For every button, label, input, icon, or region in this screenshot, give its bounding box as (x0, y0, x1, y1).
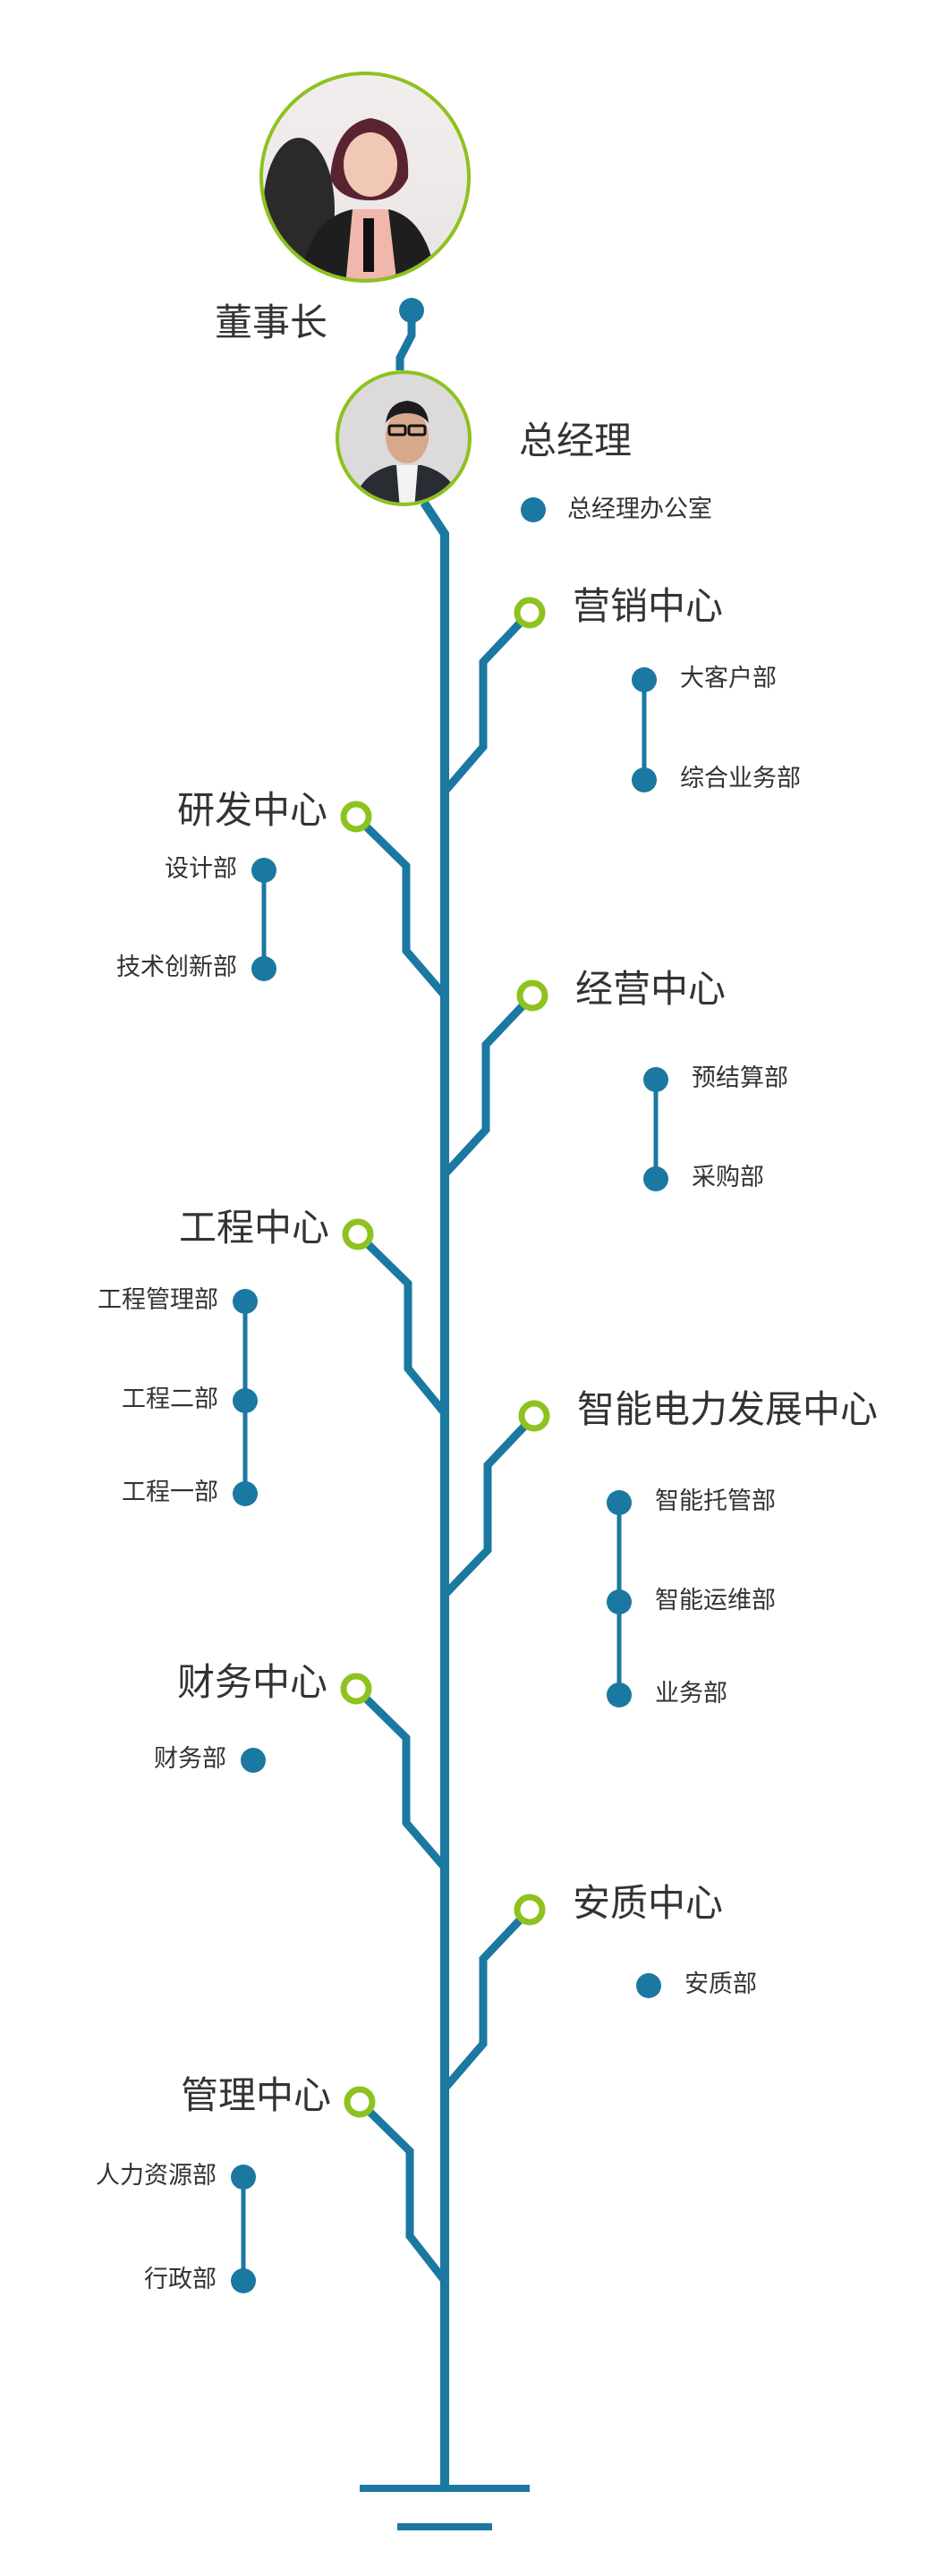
center-title: 研发中心 (176, 788, 327, 832)
department-label: 工程二部 (122, 1385, 218, 1413)
center-ring-icon (340, 801, 372, 833)
department-label: 综合业务部 (680, 765, 801, 792)
dept-dot (643, 1067, 668, 1092)
center-title: 智能电力发展中心 (577, 1387, 879, 1431)
dept-dot (231, 2268, 256, 2293)
general-manager-portrait-icon (353, 401, 461, 503)
department-label: 工程管理部 (98, 1286, 218, 1314)
dept-dot (607, 1589, 632, 1614)
dept-dot (643, 1166, 668, 1191)
chairman-photo (259, 72, 471, 283)
dept-dot (251, 858, 276, 883)
dept-dot (233, 1481, 258, 1506)
department-label: 智能托管部 (655, 1487, 776, 1515)
center-title: 管理中心 (180, 2073, 331, 2117)
branch-line (353, 1685, 448, 1870)
center-ring-icon (516, 979, 548, 1012)
trunk-line (420, 500, 449, 2488)
branch-line (441, 992, 536, 1178)
gm-office-label: 总经理办公室 (567, 496, 712, 523)
dept-dot (632, 667, 657, 692)
gm-office-dot (521, 497, 546, 522)
dept-dot (607, 1682, 632, 1707)
branch-line (353, 813, 448, 998)
department-label: 大客户部 (680, 665, 777, 692)
branch-line (354, 1231, 448, 1416)
dept-dot (251, 956, 276, 981)
chairman-title: 董事长 (215, 301, 328, 344)
branch-line (356, 2098, 448, 2284)
center-title: 经营中心 (575, 967, 727, 1011)
center-ring-icon (514, 1894, 546, 1926)
chairman-portrait-icon (263, 118, 437, 279)
dept-dot (636, 1973, 661, 1998)
dept-dot (233, 1388, 258, 1413)
branch-line (441, 1412, 538, 1598)
center-title: 财务中心 (176, 1660, 327, 1704)
center-ring-icon (344, 2086, 376, 2118)
department-label: 财务部 (154, 1745, 226, 1773)
dept-dot (607, 1490, 632, 1515)
branch-line (441, 609, 533, 794)
department-label: 设计部 (165, 855, 237, 883)
center-title: 工程中心 (178, 1206, 329, 1250)
center-ring-icon (340, 1673, 372, 1705)
department-label: 工程一部 (122, 1479, 218, 1506)
branch-line (441, 1906, 533, 2091)
center-ring-icon (514, 597, 546, 629)
department-label: 采购部 (692, 1164, 764, 1191)
center-title: 安质中心 (573, 1881, 724, 1925)
department-label: 业务部 (655, 1680, 727, 1707)
general-manager-photo (336, 370, 472, 506)
general-manager-title: 总经理 (519, 419, 633, 462)
center-ring-icon (342, 1218, 374, 1250)
center-ring-icon (518, 1400, 550, 1432)
center-title: 营销中心 (573, 584, 724, 628)
department-label: 安质部 (684, 1970, 757, 1998)
department-label: 人力资源部 (96, 2162, 217, 2190)
department-label: 行政部 (144, 2266, 217, 2293)
dept-dot (241, 1748, 266, 1773)
department-label: 智能运维部 (655, 1587, 776, 1614)
dept-dot (233, 1289, 258, 1314)
chairman-dot (399, 298, 424, 323)
department-label: 技术创新部 (116, 953, 237, 981)
dept-dot (632, 767, 657, 792)
department-label: 预结算部 (692, 1064, 788, 1092)
dept-dot (231, 2165, 256, 2190)
